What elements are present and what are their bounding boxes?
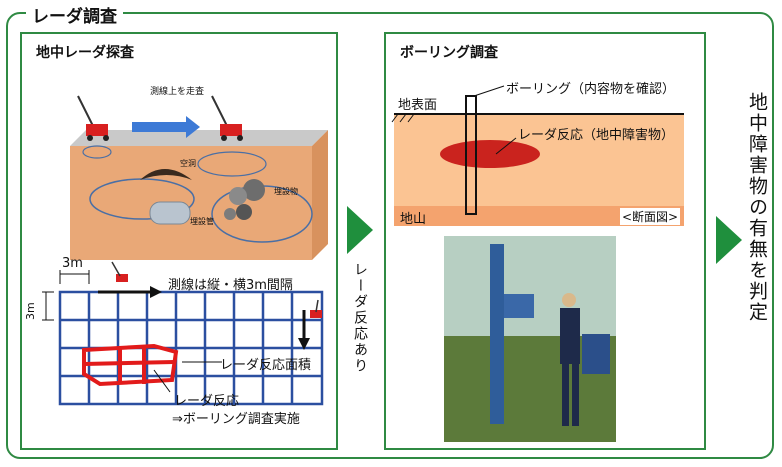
middle-arrow-label: レーダ反応あり: [352, 262, 368, 374]
bedrock-label: 地山: [400, 212, 427, 227]
radar-reaction-label: レーダ反応: [174, 394, 240, 409]
flow-arrow: [347, 206, 373, 254]
rock-shape: [224, 208, 236, 220]
grid-spacing-h: 3m: [62, 256, 83, 271]
boring-rig-photo: [444, 236, 616, 442]
scan-direction-arrow: [132, 116, 200, 138]
boring-label: ボーリング（内容物を確認）: [506, 82, 676, 97]
leader-line: [495, 137, 517, 155]
survey-line-note: 測線は縦・横3m間隔: [168, 278, 293, 293]
scan-label: 測線上を走査: [150, 87, 205, 97]
boring-note: ⇒ボーリング調査実施: [172, 412, 300, 427]
left-illustration: [42, 95, 328, 406]
right-panel: ボーリング調査 地表面 ボーリング（内容物を確認） レーダ反応（地中障害物） 地…: [384, 32, 706, 450]
radar-wave-ellipse: [82, 145, 112, 159]
conclusion-label: 地中障害物の有無を判定: [746, 92, 768, 323]
survey-path-arrowhead: [150, 286, 162, 298]
radar-wave-ellipse: [197, 151, 267, 177]
leader-line: [473, 85, 505, 97]
right-panel-title: ボーリング調査: [400, 45, 498, 61]
buried-pipe-label: 埋設管: [190, 217, 214, 226]
rock-shape: [229, 187, 247, 205]
section-label: <断面図>: [620, 208, 681, 225]
ground-side-face: [312, 130, 328, 260]
borehole: [465, 95, 477, 215]
radar-cart-icon: [111, 261, 128, 282]
flow-arrow: [716, 216, 742, 264]
ground-hatch: [391, 113, 415, 123]
main-title: レーダ調査: [26, 2, 123, 27]
cavity-shape: [140, 169, 192, 180]
rock-shape: [236, 204, 252, 220]
radar-cart-icon: [77, 95, 109, 141]
ground-front-face: [70, 146, 312, 260]
grid-spacing-v: 3m: [24, 302, 37, 320]
rock-shape: [243, 179, 265, 201]
cavity-label: 空洞: [180, 159, 196, 168]
ground-top-face: [70, 130, 328, 146]
ground-surface-label: 地表面: [398, 98, 438, 113]
radar-label: レーダ反応（地中障害物）: [518, 128, 675, 143]
buried-object-label: 埋設物: [274, 187, 298, 196]
radar-cart-icon: [211, 95, 243, 141]
radar-anomaly: [440, 140, 540, 168]
survey-path-arrowhead: [298, 338, 310, 350]
cross-section: [391, 85, 684, 442]
radar-area-label: レーダ反応面積: [220, 358, 312, 373]
radar-cart-icon: [310, 299, 322, 318]
left-panel-title: 地中レーダ探査: [36, 45, 134, 61]
outer-frame: [6, 12, 774, 459]
left-panel: 地中レーダ探査: [20, 32, 338, 450]
leader-line: [153, 369, 171, 393]
radar-reaction-box: [82, 343, 179, 387]
buried-pipe-shape: [149, 201, 191, 225]
